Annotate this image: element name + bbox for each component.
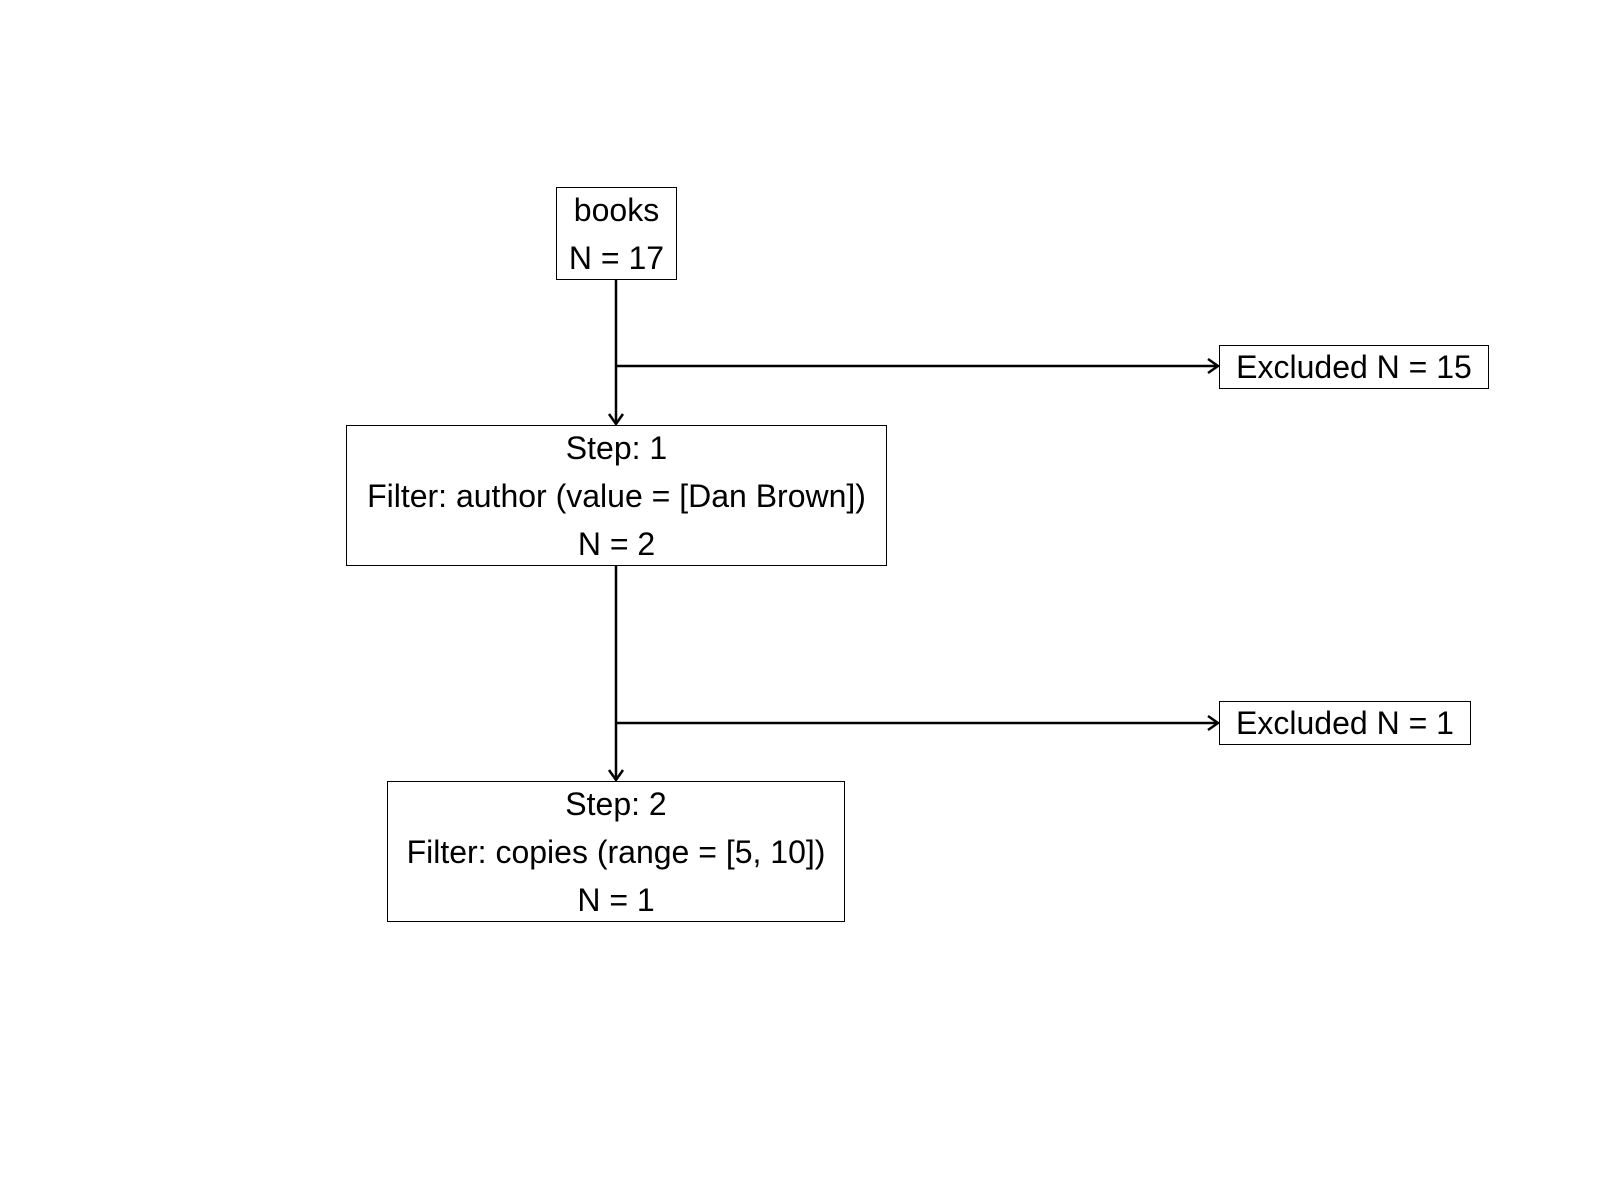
excluded-node-1: Excluded N = 15 [1219, 345, 1489, 389]
step-node-2: Step: 2 Filter: copies (range = [5, 10])… [387, 781, 845, 922]
step-2-filter: Filter: copies (range = [5, 10]) [406, 833, 826, 870]
step-node-1: Step: 1 Filter: author (value = [Dan Bro… [346, 425, 887, 566]
arrowhead-excluded-1 [1207, 357, 1221, 375]
step-2-label: Step: 2 [565, 785, 667, 822]
step-2-count: N = 1 [577, 881, 655, 918]
arrowhead-excluded-2 [1207, 714, 1221, 732]
arrowhead-step2 [607, 769, 625, 783]
excluded-2-label: Excluded N = 1 [1236, 705, 1454, 741]
arrowhead-step1 [607, 413, 625, 427]
step-1-filter: Filter: author (value = [Dan Brown]) [367, 477, 866, 514]
source-name: books [573, 191, 660, 228]
excluded-node-2: Excluded N = 1 [1219, 701, 1471, 745]
excluded-1-label: Excluded N = 15 [1236, 349, 1472, 385]
step-1-count: N = 2 [577, 525, 656, 562]
source-count: N = 17 [568, 239, 665, 276]
source-node-books: books N = 17 [556, 187, 677, 280]
step-1-label: Step: 1 [565, 429, 668, 466]
